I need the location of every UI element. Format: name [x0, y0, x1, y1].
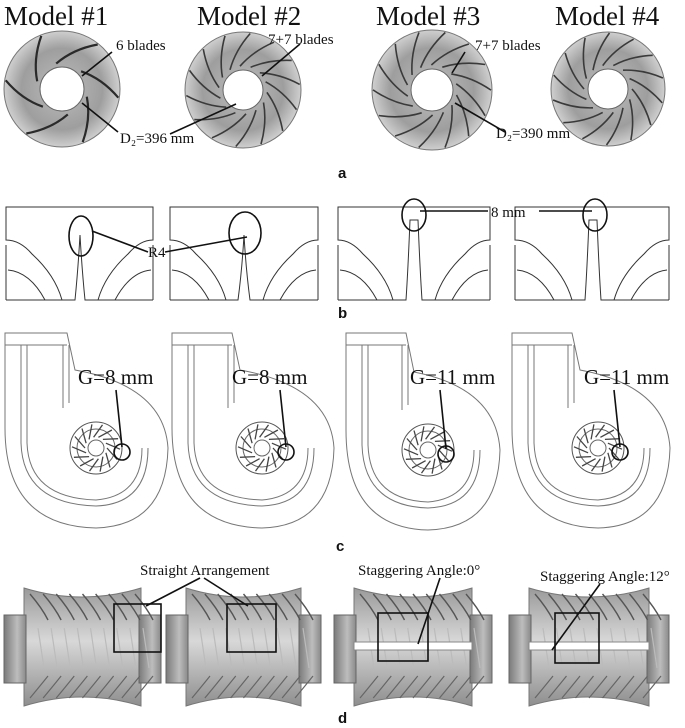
model-4-title: Model #4: [555, 1, 660, 31]
row-d-annotations: Straight Arrangement Staggering Angle:0°…: [140, 563, 670, 727]
fillet-label: R4: [148, 245, 166, 261]
thickness-label: 8 mm: [491, 205, 526, 221]
impeller-disc-1: [3, 30, 121, 148]
blade: [55, 43, 98, 65]
blade: [582, 111, 614, 140]
blade: [250, 59, 292, 69]
blade: [582, 37, 588, 79]
blade: [631, 88, 652, 126]
gap-label-2: G=8 mm: [232, 365, 307, 389]
blade: [564, 52, 585, 90]
blade: [81, 96, 90, 143]
impeller-drum-4: [508, 587, 670, 707]
row-c-annotations: G=8 mm G=8 mm G=11 mm G=11 mm c: [78, 365, 669, 555]
stagger-0-label: Staggering Angle:0°: [358, 563, 480, 579]
blade: [239, 41, 275, 67]
section-2: [169, 206, 319, 301]
model-2-title: Model #2: [197, 1, 301, 31]
blade: [451, 73, 492, 91]
row-b-annotations: R4 8 mm b: [91, 205, 592, 322]
row-d: [3, 587, 670, 707]
straight-arrangement-label: Straight Arrangement: [140, 563, 270, 579]
impeller-disc-2: [184, 31, 302, 149]
gap-label-1: G=8 mm: [78, 365, 153, 389]
blade: [266, 91, 284, 132]
volute-2: [171, 332, 335, 529]
m3-blades-label: 7+7 blades: [475, 38, 541, 54]
blade: [430, 43, 470, 66]
blade: [211, 113, 247, 139]
blade: [622, 69, 664, 79]
blade: [202, 48, 220, 89]
blade: [444, 105, 453, 148]
blade: [628, 99, 634, 141]
blade: [455, 83, 486, 117]
volute-1: [4, 332, 169, 529]
gap-label-3: G=11 mm: [410, 365, 495, 389]
impeller-disc-4: [550, 31, 666, 147]
blade: [605, 107, 624, 146]
row-c: [4, 332, 671, 531]
impeller-drum-3: [333, 587, 493, 707]
m4-diameter-label: D₂=390 mm: [496, 126, 570, 142]
blade: [34, 35, 43, 82]
section-1: [5, 206, 154, 301]
blade: [4, 79, 44, 108]
blade: [229, 32, 251, 71]
blade: [220, 35, 226, 78]
stagger-12-label: Staggering Angle:12°: [540, 569, 670, 585]
blade: [80, 70, 120, 99]
gap-label-4: G=11 mm: [584, 365, 669, 389]
blade: [553, 74, 587, 101]
blade: [394, 43, 409, 86]
model-1-title: Model #1: [4, 1, 108, 31]
m1-diameter-label: D₂=396 mm: [120, 131, 194, 147]
blade: [394, 114, 434, 137]
row-b: [5, 198, 670, 301]
blade: [592, 32, 611, 71]
blade: [612, 54, 653, 67]
impeller-drum-1: [3, 587, 162, 707]
panel-label-d: d: [338, 710, 347, 727]
panel-label-c: c: [336, 538, 344, 555]
blade: [188, 69, 221, 99]
blade: [418, 112, 445, 149]
section-3: [337, 198, 491, 301]
blade: [260, 102, 266, 145]
blade: [372, 89, 413, 107]
blade: [259, 72, 301, 86]
panel-label-a: a: [338, 165, 347, 182]
blade: [378, 63, 409, 97]
blade: [419, 31, 446, 68]
volute-3: [345, 332, 501, 531]
blade: [185, 94, 227, 108]
impeller-drum-2: [165, 587, 322, 707]
m2-blades-label: 7+7 blades: [268, 32, 334, 48]
blade: [455, 94, 470, 137]
blade: [235, 109, 257, 148]
blade: [552, 99, 594, 109]
row-a: Model #1 Model #2 Model #3 Model #4: [3, 1, 666, 182]
blade: [411, 32, 420, 75]
blade: [26, 113, 69, 135]
blade: [629, 77, 663, 104]
blade: [378, 112, 422, 118]
blade: [442, 62, 486, 68]
blade: [194, 111, 236, 121]
section-4: [514, 198, 670, 301]
volute-4: [511, 332, 671, 529]
blade: [563, 111, 604, 124]
impeller-disc-3: [371, 29, 493, 151]
blade: [265, 81, 298, 111]
m1-blades-label: 6 blades: [116, 38, 166, 54]
model-3-title: Model #3: [376, 1, 480, 31]
blade: [602, 38, 634, 67]
panel-label-b: b: [338, 305, 347, 322]
